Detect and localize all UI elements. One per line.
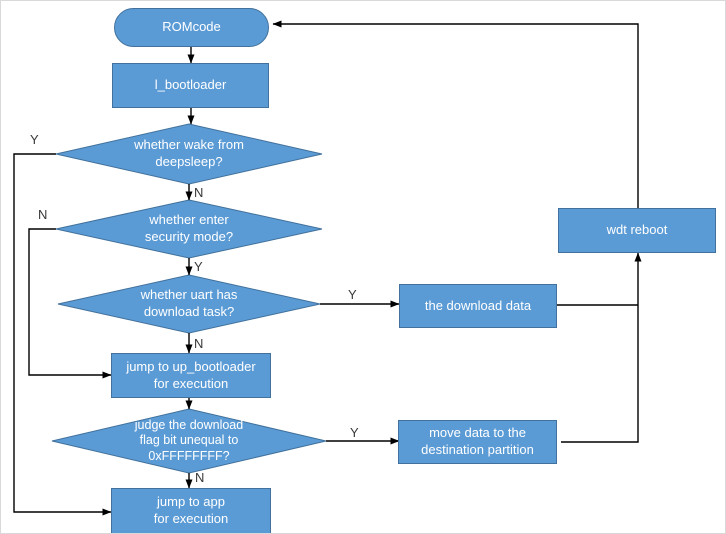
branch-label-flag-yes: Y — [350, 425, 359, 440]
decision-uart-download-task-label: whether uart has download task? — [140, 287, 238, 319]
branch-label-deepsleep-yes: Y — [30, 132, 39, 147]
node-move-data: move data to the destination partition — [398, 420, 557, 464]
branch-label-flag-no: N — [195, 470, 205, 485]
node-romcode: ROMcode — [114, 8, 269, 47]
edge-wdt-to-romcode — [272, 20, 639, 208]
node-jump-up-bootloader: jump to up_bootloader for execution — [111, 353, 271, 398]
decision-enter-security-mode-label: whether enter security mode? — [144, 212, 234, 244]
edge-deepsleep-yes-to-jump-app — [13, 153, 112, 516]
branch-label-security-no: N — [38, 207, 48, 222]
decision-download-flag-label: judge the download flag bit unequal to 0… — [134, 417, 244, 463]
branch-label-uart-yes: Y — [348, 287, 357, 302]
node-l-bootloader: l_bootloader — [112, 63, 269, 108]
branch-label-security-yes: Y — [194, 259, 203, 274]
node-wdt-reboot: wdt reboot — [558, 208, 716, 253]
node-download-data: the download data — [399, 284, 557, 328]
branch-label-uart-no: N — [194, 336, 204, 351]
decision-wake-from-deepsleep-label: whether wake from deepsleep? — [134, 137, 244, 169]
edge-move-data-to-wdt — [561, 252, 642, 443]
edge-security-no-to-up-bootloader — [28, 228, 112, 379]
node-jump-app: jump to app for execution — [111, 488, 271, 533]
branch-label-deepsleep-no: N — [194, 185, 204, 200]
